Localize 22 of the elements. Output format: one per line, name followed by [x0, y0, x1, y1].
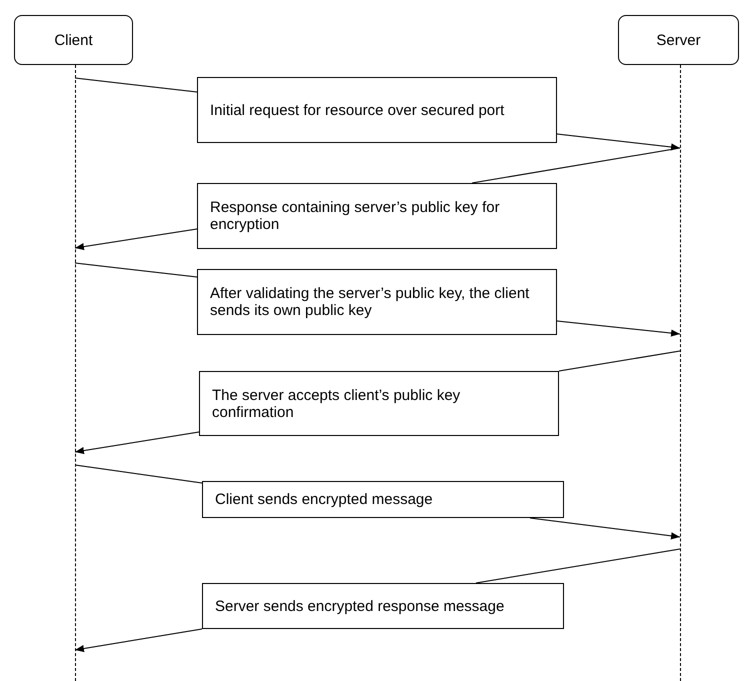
message-arrow [556, 134, 680, 151]
message-box: The server accepts client’s public key confirmation [199, 371, 559, 436]
message-arrow [74, 432, 200, 454]
connector-line [472, 148, 680, 184]
message-arrow [530, 518, 680, 540]
message-box: Response containing server’s public key for encryption [197, 183, 557, 249]
message-box: Client sends encrypted message [202, 481, 564, 518]
message-box: Server sends encrypted response message [202, 583, 564, 629]
message-arrow [74, 628, 202, 652]
connector-line [74, 78, 198, 92]
message-box: Initial request for resource over secured port [197, 77, 557, 143]
lifeline [75, 65, 76, 681]
message-arrow [556, 320, 680, 337]
message-box: After validating the server’s public key, the client sends its own public key [197, 269, 557, 335]
connector-line [74, 262, 198, 278]
message-arrow [74, 228, 198, 250]
participant-box: Server [618, 15, 739, 65]
connector-line [74, 464, 202, 484]
connector-line [558, 350, 680, 372]
participant-box: Client [14, 15, 133, 65]
connector-line [476, 548, 680, 584]
lifeline [680, 65, 681, 681]
